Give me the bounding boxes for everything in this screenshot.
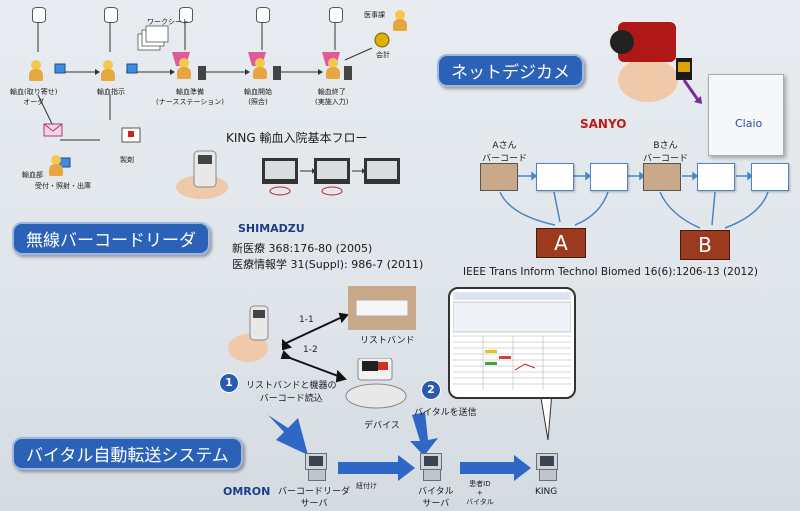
shimadzu-logo: SHIMADZU <box>238 222 305 235</box>
link-label: 紐付け <box>356 482 377 490</box>
ieee-reference: IEEE Trans Inform Technol Biomed 16(6):1… <box>463 266 758 278</box>
person-icon <box>100 60 116 82</box>
reference-1: 新医療 368:176-80 (2005) <box>232 242 373 255</box>
database-icon <box>179 7 193 23</box>
person-icon <box>325 58 341 80</box>
image-box <box>536 163 574 191</box>
king-screen-bubble <box>448 287 576 399</box>
step-1-label: リストバンドと機器の バーコード読込 <box>246 381 337 404</box>
worksheet-label: ワークシート <box>147 18 189 26</box>
server-icon <box>536 453 558 481</box>
screen-sequence <box>262 158 400 196</box>
wireless-reader-banner: 無線バーコードリーダ <box>12 222 210 255</box>
physician-dept-label: 医事課 <box>364 11 385 19</box>
wristband-label: リストバンド <box>360 336 415 346</box>
server-icon <box>305 453 327 481</box>
image-box <box>590 163 628 191</box>
blood-bank-label: 輸血部 <box>22 171 43 179</box>
patient-a-label: Aさん バーコード <box>482 141 528 164</box>
link-1-1: 1-1 <box>299 315 314 325</box>
king-label: KING <box>535 487 558 497</box>
patient-b-label: Bさん バーコード <box>643 141 689 164</box>
patient-a-photo <box>480 163 518 191</box>
patient-a-folder: A <box>536 228 586 258</box>
device-label: デバイス <box>364 421 400 431</box>
step-2-badge: 2 <box>421 380 441 400</box>
accounting-label: 会計 <box>376 51 390 59</box>
vital-server-label: バイタル サーバ <box>418 487 454 509</box>
database-icon <box>256 7 270 23</box>
prescription-label: 製剤 <box>120 156 134 164</box>
claio-label: Claio <box>735 117 763 130</box>
patient-id-label: 患者ID + バイタル <box>466 480 494 506</box>
step-2-label: バイタルを送信 <box>414 408 477 418</box>
vital-transfer-banner: バイタル自動転送システム <box>12 437 243 470</box>
image-box <box>751 163 789 191</box>
receive-label: 受付・照射・出庫 <box>35 182 91 190</box>
omron-logo: OMRON <box>223 485 271 498</box>
camera-photo <box>610 22 702 104</box>
handheld-reader-photo <box>228 305 269 362</box>
database-icon <box>329 7 343 23</box>
person-icon <box>28 60 44 82</box>
wristband-photo <box>348 286 416 330</box>
flow-step-label: 輸血指示 <box>97 88 125 96</box>
person-icon <box>392 10 408 32</box>
server-icon <box>420 453 442 481</box>
image-box <box>697 163 735 191</box>
person-icon <box>252 58 268 80</box>
flow-title: KING 輸血入院基本フロー <box>226 131 368 145</box>
sanyo-logo: SANYO <box>580 117 627 131</box>
patient-b-folder: B <box>680 230 730 260</box>
claio-box: Claio <box>708 74 784 156</box>
flow-step-label: 輸血(取り寄せ) オーダ <box>10 88 58 106</box>
person-icon <box>48 155 64 177</box>
flow-step-label: 輸血終了 (実施入力) <box>315 88 349 106</box>
link-1-2: 1-2 <box>303 345 318 355</box>
flow-step-label: 輸血開始 (照合) <box>244 88 272 106</box>
bp-monitor-photo <box>345 358 407 409</box>
reference-2: 医療情報学 31(Suppl): 986-7 (2011) <box>232 258 424 271</box>
step-1-badge: 1 <box>219 373 239 393</box>
patient-b-photo <box>643 163 681 191</box>
person-icon <box>176 58 192 80</box>
king-table <box>453 292 571 390</box>
flow-step-label: 輸血準備 (ナースステーション) <box>156 88 224 106</box>
barcode-reader-photo <box>176 150 228 199</box>
net-camera-banner: ネットデジカメ <box>437 54 584 87</box>
database-icon <box>32 7 46 23</box>
barcode-server-label: バーコードリーダ サーバ <box>278 487 351 509</box>
database-icon <box>104 7 118 23</box>
